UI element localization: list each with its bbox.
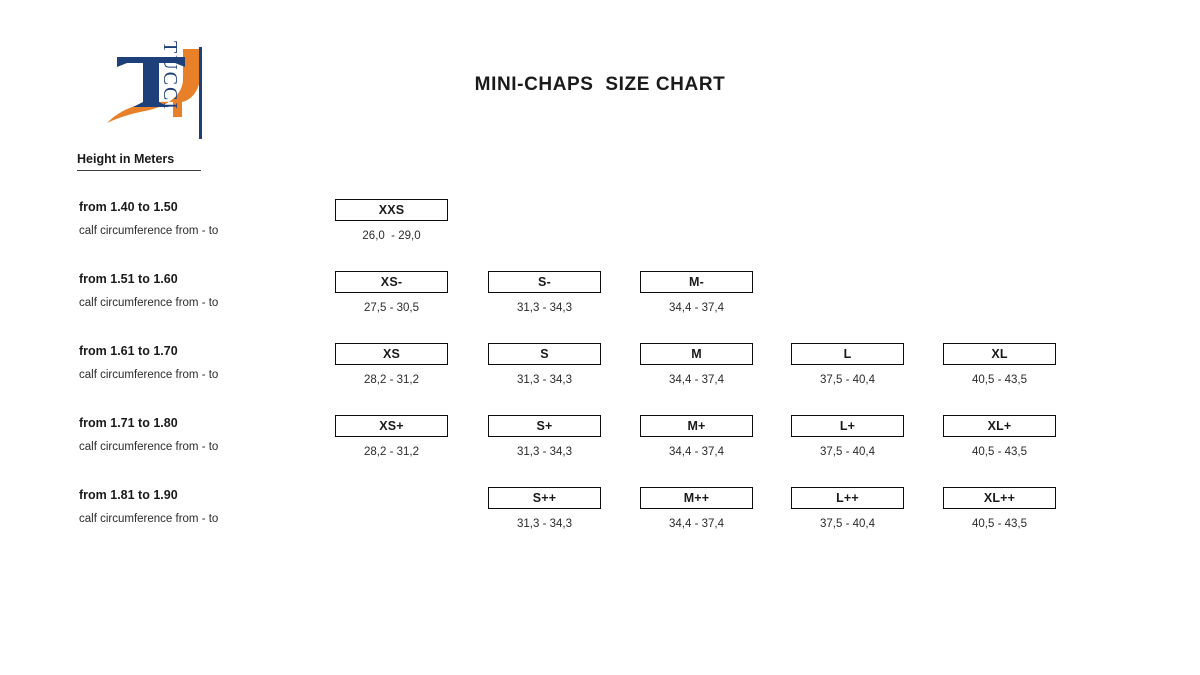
page-title: MINI-CHAPS SIZE CHART bbox=[474, 74, 726, 95]
calf-measure-value: 31,3 - 34,3 bbox=[517, 446, 572, 458]
size-code-box[interactable]: M++ bbox=[640, 487, 753, 509]
brand-logo: TUCCI bbox=[105, 41, 217, 140]
row-label-group: from 1.71 to 1.80 calf circumference from… bbox=[79, 415, 329, 455]
calf-measure-value: 26,0 - 29,0 bbox=[362, 230, 421, 242]
size-code-box[interactable]: L++ bbox=[791, 487, 904, 509]
size-cell: S- 31,3 - 34,3 bbox=[488, 271, 601, 316]
row-label-group: from 1.40 to 1.50 calf circumference from… bbox=[79, 199, 329, 239]
size-code-box[interactable]: L bbox=[791, 343, 904, 365]
size-code-box[interactable]: S+ bbox=[488, 415, 601, 437]
calf-circumference-label: calf circumference from - to bbox=[79, 513, 219, 525]
height-range-label: from 1.40 to 1.50 bbox=[79, 200, 178, 214]
calf-measure-value: 40,5 - 43,5 bbox=[972, 518, 1027, 530]
size-cell: XL+ 40,5 - 43,5 bbox=[943, 415, 1056, 460]
size-cell: S+ 31,3 - 34,3 bbox=[488, 415, 601, 460]
size-cell-empty bbox=[791, 199, 904, 228]
size-cell: S++ 31,3 - 34,3 bbox=[488, 487, 601, 532]
row-label-group: from 1.51 to 1.60 calf circumference from… bbox=[79, 271, 329, 311]
size-cell-empty bbox=[640, 199, 753, 228]
size-cell: XXS 26,0 - 29,0 bbox=[335, 199, 448, 244]
calf-measure-value: 37,5 - 40,4 bbox=[820, 374, 875, 386]
calf-measure-value: 34,4 - 37,4 bbox=[669, 518, 724, 530]
size-cell: L++ 37,5 - 40,4 bbox=[791, 487, 904, 532]
size-cell: M 34,4 - 37,4 bbox=[640, 343, 753, 388]
calf-measure-value: 28,2 - 31,2 bbox=[364, 446, 419, 458]
calf-measure-value: 40,5 - 43,5 bbox=[972, 446, 1027, 458]
size-cell: XS- 27,5 - 30,5 bbox=[335, 271, 448, 316]
size-code-box[interactable]: XL++ bbox=[943, 487, 1056, 509]
size-code-box[interactable]: XS bbox=[335, 343, 448, 365]
size-cell: M+ 34,4 - 37,4 bbox=[640, 415, 753, 460]
size-cell-empty bbox=[791, 271, 904, 300]
row-label-group: from 1.61 to 1.70 calf circumference from… bbox=[79, 343, 329, 383]
calf-measure-value: 27,5 - 30,5 bbox=[364, 302, 419, 314]
calf-circumference-label: calf circumference from - to bbox=[79, 441, 219, 453]
size-code-box[interactable]: S bbox=[488, 343, 601, 365]
size-cell: L+ 37,5 - 40,4 bbox=[791, 415, 904, 460]
size-cell: M++ 34,4 - 37,4 bbox=[640, 487, 753, 532]
calf-measure-value: 34,4 - 37,4 bbox=[669, 302, 724, 314]
size-cell-empty bbox=[943, 199, 1056, 228]
size-code-box[interactable]: M bbox=[640, 343, 753, 365]
size-code-box[interactable]: XL bbox=[943, 343, 1056, 365]
height-range-label: from 1.51 to 1.60 bbox=[79, 272, 178, 286]
height-range-label: from 1.61 to 1.70 bbox=[79, 344, 178, 358]
size-code-box[interactable]: M+ bbox=[640, 415, 753, 437]
size-cell-empty bbox=[335, 487, 448, 516]
size-cell: XL 40,5 - 43,5 bbox=[943, 343, 1056, 388]
size-cell: XS+ 28,2 - 31,2 bbox=[335, 415, 448, 460]
calf-circumference-label: calf circumference from - to bbox=[79, 225, 219, 237]
size-cell: L 37,5 - 40,4 bbox=[791, 343, 904, 388]
tucci-t-logo-icon bbox=[107, 47, 202, 139]
calf-measure-value: 37,5 - 40,4 bbox=[820, 446, 875, 458]
size-cell-empty bbox=[488, 199, 601, 228]
size-cell: XL++ 40,5 - 43,5 bbox=[943, 487, 1056, 532]
size-cell: XS 28,2 - 31,2 bbox=[335, 343, 448, 388]
size-code-box[interactable]: S++ bbox=[488, 487, 601, 509]
size-code-box[interactable]: XS- bbox=[335, 271, 448, 293]
calf-circumference-label: calf circumference from - to bbox=[79, 297, 219, 309]
calf-measure-value: 31,3 - 34,3 bbox=[517, 374, 572, 386]
size-code-box[interactable]: XL+ bbox=[943, 415, 1056, 437]
height-range-label: from 1.71 to 1.80 bbox=[79, 416, 178, 430]
calf-measure-value: 31,3 - 34,3 bbox=[517, 518, 572, 530]
size-code-box[interactable]: M- bbox=[640, 271, 753, 293]
size-code-box[interactable]: S- bbox=[488, 271, 601, 293]
calf-measure-value: 37,5 - 40,4 bbox=[820, 518, 875, 530]
calf-measure-value: 34,4 - 37,4 bbox=[669, 446, 724, 458]
size-code-box[interactable]: XS+ bbox=[335, 415, 448, 437]
calf-circumference-label: calf circumference from - to bbox=[79, 369, 219, 381]
size-cell-empty bbox=[943, 271, 1056, 300]
size-cell: S 31,3 - 34,3 bbox=[488, 343, 601, 388]
size-code-box[interactable]: XXS bbox=[335, 199, 448, 221]
row-label-group: from 1.81 to 1.90 calf circumference from… bbox=[79, 487, 329, 527]
height-in-meters-header: Height in Meters bbox=[77, 152, 201, 171]
calf-measure-value: 31,3 - 34,3 bbox=[517, 302, 572, 314]
size-cell: M- 34,4 - 37,4 bbox=[640, 271, 753, 316]
calf-measure-value: 34,4 - 37,4 bbox=[669, 374, 724, 386]
height-range-label: from 1.81 to 1.90 bbox=[79, 488, 178, 502]
size-code-box[interactable]: L+ bbox=[791, 415, 904, 437]
calf-measure-value: 40,5 - 43,5 bbox=[972, 374, 1027, 386]
calf-measure-value: 28,2 - 31,2 bbox=[364, 374, 419, 386]
